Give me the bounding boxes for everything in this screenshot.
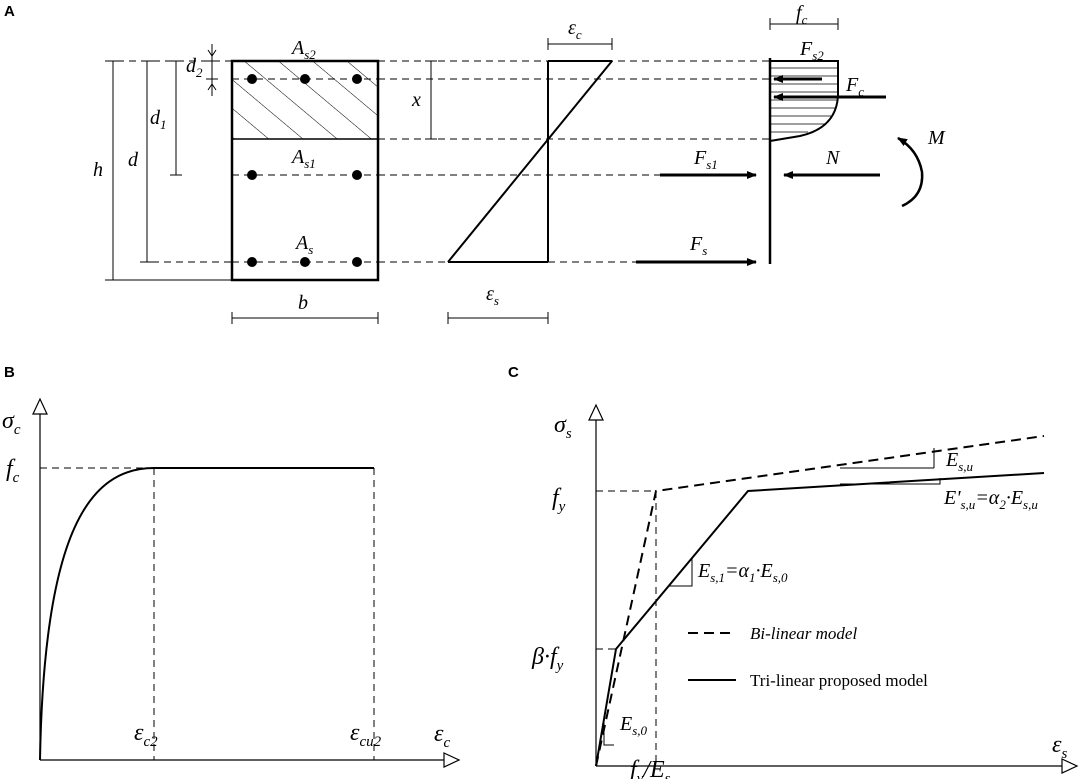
panel-c: C σs εs fy β·fy fy/Es Es,u E's,u=α2 — [508, 364, 1079, 779]
label-h: h — [93, 159, 103, 181]
panel-c-fy-label: fy — [552, 485, 566, 515]
panel-c-Es1-label: Es,1=α1·Es,0 — [697, 560, 788, 585]
dimension-es — [447, 312, 549, 324]
dimension-ec — [547, 38, 613, 50]
label-N: N — [825, 147, 841, 169]
strain-diagram — [447, 60, 613, 263]
slope-triangles — [603, 448, 941, 746]
label-es: εs — [486, 283, 499, 308]
dimension-d1 — [170, 60, 182, 176]
panel-a: A As2 As1 As — [4, 2, 946, 324]
panel-c-Esu-label: Es,u — [945, 449, 974, 474]
rebars — [247, 74, 362, 267]
dimension-h — [107, 60, 119, 281]
compression-zone-hatch — [232, 61, 378, 139]
trilinear-curve — [595, 472, 1045, 767]
dimension-x — [425, 60, 437, 140]
label-Fs2: Fs2 — [799, 38, 824, 63]
label-As2: As2 — [290, 37, 316, 62]
panel-c-x-axis-label: εs — [1052, 732, 1067, 762]
label-As1: As1 — [290, 146, 316, 171]
panel-b: B σc εc fc εc2 εcu2 — [2, 364, 461, 768]
panel-a-label: A — [4, 3, 15, 20]
stress-diagram — [768, 58, 839, 264]
dimension-d2 — [206, 44, 218, 96]
label-Fc: Fc — [845, 74, 864, 99]
panel-b-ecu2-label: εcu2 — [350, 720, 382, 750]
panel-b-guides — [40, 467, 375, 760]
label-d1: d1 — [150, 107, 167, 132]
panel-b-axes — [32, 397, 461, 768]
panel-c-beta-fy-label: β·fy — [531, 644, 564, 674]
legend-bilinear-label: Bi-linear model — [750, 624, 857, 643]
panel-c-Esu-prime-label: E's,u=α2·Es,u — [943, 487, 1038, 512]
label-b: b — [298, 292, 308, 314]
label-Fs: Fs — [689, 233, 707, 258]
legend-trilinear-label: Tri-linear proposed model — [750, 671, 928, 690]
label-d: d — [128, 149, 139, 171]
label-x: x — [411, 89, 421, 111]
reference-lines — [105, 60, 770, 281]
label-fc-top: fc — [796, 2, 808, 27]
label-ec: εc — [568, 17, 582, 42]
legend: Bi-linear model Tri-linear proposed mode… — [688, 624, 928, 690]
panel-c-Es0-label: Es,0 — [619, 713, 648, 738]
panel-b-fc-label: fc — [6, 456, 20, 486]
panel-c-label: C — [508, 364, 519, 381]
cross-section — [230, 59, 380, 282]
panel-c-axes — [588, 403, 1079, 774]
dimension-b — [231, 312, 379, 324]
panel-b-label: B — [4, 364, 15, 381]
dimension-d — [141, 60, 153, 263]
label-Fs1: Fs1 — [693, 147, 718, 172]
panel-c-y-axis-label: σs — [554, 412, 572, 442]
panel-b-ec2-label: εc2 — [134, 720, 158, 750]
label-M: M — [927, 127, 946, 149]
bilinear-curve — [595, 435, 1045, 767]
panel-b-x-axis-label: εc — [434, 721, 450, 751]
concrete-stress-strain-curve — [39, 467, 374, 761]
label-As: As — [294, 232, 313, 257]
arrow-M — [897, 136, 924, 208]
dimension-fc — [769, 18, 839, 30]
label-d2: d2 — [186, 55, 203, 80]
panel-c-guides — [596, 490, 657, 766]
panel-b-y-axis-label: σc — [2, 408, 21, 438]
panel-c-fy-Es-label: fy/Es — [630, 757, 671, 779]
